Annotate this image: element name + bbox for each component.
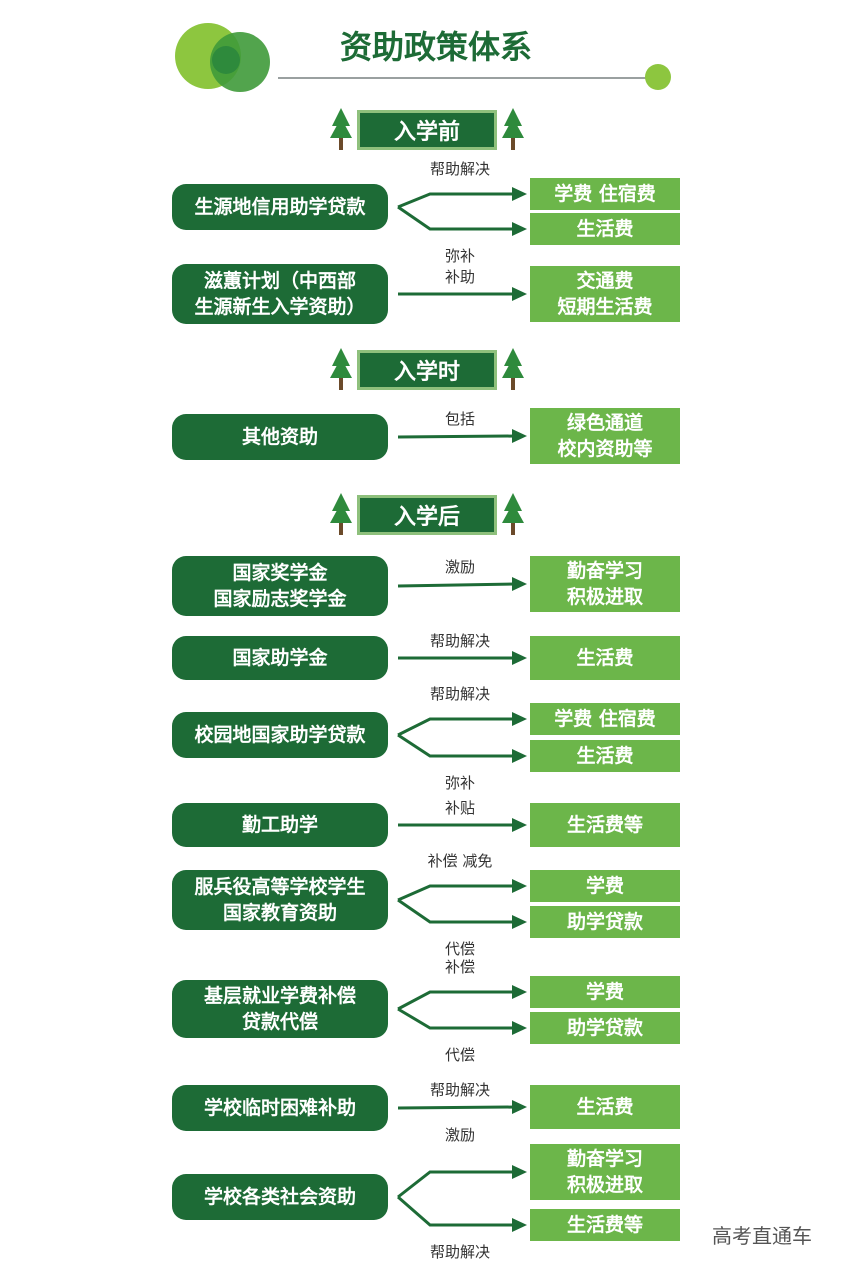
tree-icon: [502, 348, 524, 390]
outcome-node: 生活费等: [530, 803, 680, 847]
tree-icon: [330, 108, 352, 150]
watermark: 高考直通车: [712, 1224, 812, 1248]
outcome-node: 学费: [530, 870, 680, 902]
arrow-label: 补偿 减免: [427, 852, 493, 870]
policy-node: 其他资助: [172, 414, 388, 460]
policy-node: 滋蕙计划（中西部 生源新生入学资助）: [172, 264, 388, 324]
outcome-node: 绿色通道 校内资助等: [530, 408, 680, 464]
tree-icon: [502, 493, 524, 535]
policy-node: 服兵役高等学校学生 国家教育资助: [172, 870, 388, 930]
arrow-label: 帮助解决: [429, 632, 490, 650]
arrow-label: 代偿: [444, 940, 475, 958]
arrow-label: 补助: [444, 268, 475, 286]
policy-node: 国家助学金: [172, 636, 388, 680]
arrow-label: 弥补: [444, 774, 475, 792]
outcome-node: 生活费等: [530, 1209, 680, 1241]
policy-node: 学校临时困难补助: [172, 1085, 388, 1131]
outcome-node: 生活费: [530, 636, 680, 680]
tree-icon: [330, 493, 352, 535]
policy-node: 基层就业学费补偿 贷款代偿: [172, 980, 388, 1038]
arrow-label: 补偿: [444, 958, 475, 976]
tree-icon: [502, 108, 524, 150]
arrow-label: 帮助解决: [429, 160, 490, 178]
arrow-label: 帮助解决: [429, 685, 490, 703]
outcome-node: 勤奋学习 积极进取: [530, 1144, 680, 1200]
section-header: 入学前: [357, 110, 497, 150]
policy-node: 勤工助学: [172, 803, 388, 847]
arrow-label: 补贴: [444, 799, 475, 817]
connectors: [397, 187, 527, 1232]
arrow-label: 激励: [444, 558, 475, 576]
policy-node: 国家奖学金 国家励志奖学金: [172, 556, 388, 616]
trees: [330, 108, 524, 535]
outcome-node: 学费 住宿费: [530, 178, 680, 210]
outcome-node: 生活费: [530, 1085, 680, 1129]
title-dot: [645, 64, 671, 90]
tree-icon: [330, 348, 352, 390]
outcome-node: 助学贷款: [530, 1012, 680, 1044]
outcome-node: 勤奋学习 积极进取: [530, 556, 680, 612]
section-header: 入学时: [357, 350, 497, 390]
arrow-label: 帮助解决: [429, 1243, 490, 1261]
arrow-label: 帮助解决: [429, 1081, 490, 1099]
arrow-label: 激励: [444, 1126, 475, 1144]
arrow-label: 包括: [444, 410, 475, 428]
outcome-node: 交通费 短期生活费: [530, 266, 680, 322]
policy-node: 校园地国家助学贷款: [172, 712, 388, 758]
page-title: 资助政策体系: [339, 28, 532, 66]
logo-circle-overlap: [212, 46, 240, 74]
policy-node: 生源地信用助学贷款: [172, 184, 388, 230]
outcome-node: 学费: [530, 976, 680, 1008]
outcome-node: 学费 住宿费: [530, 703, 680, 735]
section-header: 入学后: [357, 495, 497, 535]
arrow-label: 弥补: [444, 247, 475, 265]
arrow-label: 代偿: [444, 1046, 475, 1064]
outcome-node: 生活费: [530, 740, 680, 772]
outcome-node: 助学贷款: [530, 906, 680, 938]
policy-node: 学校各类社会资助: [172, 1174, 388, 1220]
outcome-node: 生活费: [530, 213, 680, 245]
